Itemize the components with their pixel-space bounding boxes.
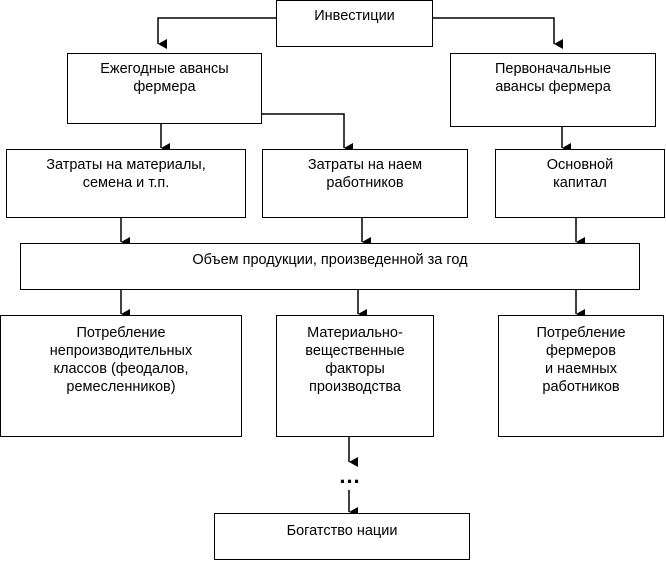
- node-national-wealth: Богатство нации: [214, 513, 470, 560]
- node-annual-output: Объем продукции, произведенной за год: [20, 243, 640, 290]
- node-hired-labor-costs: Затраты на наем работников: [262, 149, 468, 218]
- node-annual-advances: Ежегодные авансы фермера: [67, 53, 262, 124]
- node-unproductive-consumption: Потребление непроизводительных классов (…: [0, 315, 242, 437]
- node-initial-advances: Первоначальные авансы фермера: [450, 53, 656, 127]
- connector-annual-to-labor: [262, 113, 353, 153]
- connector-investments-to-initial: [433, 17, 563, 49]
- ellipsis-dots: ...: [339, 463, 361, 488]
- node-materials-costs: Затраты на материалы, семена и т.п.: [6, 149, 246, 218]
- node-material-factors: Материально- вещественные факторы произв…: [276, 315, 434, 437]
- node-investments: Инвестиции: [276, 0, 433, 47]
- connector-investments-to-annual: [157, 17, 276, 49]
- node-fixed-capital: Основной капитал: [495, 149, 665, 218]
- node-farmers-consumption: Потребление фермеров и наемных работнико…: [498, 315, 664, 437]
